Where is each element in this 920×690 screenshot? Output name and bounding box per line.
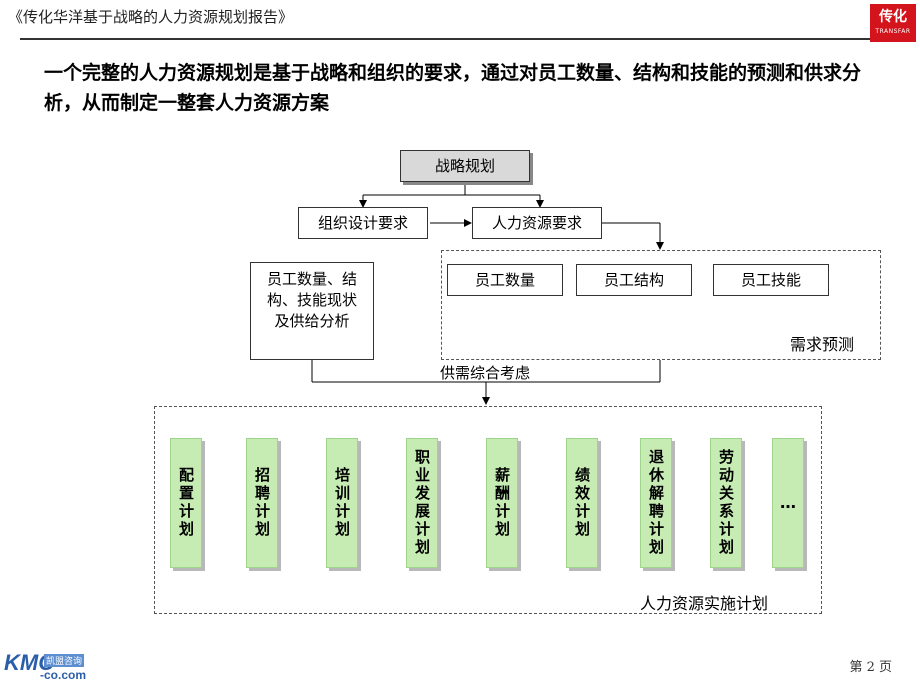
header-divider — [20, 38, 880, 40]
hr-plans-label: 人力资源实施计划 — [640, 594, 769, 613]
demand-item-structure: 员工结构 — [576, 264, 692, 296]
org-design-box: 组织设计要求 — [298, 207, 428, 239]
kmc-logo-domain: -co.com — [40, 668, 87, 682]
document-title: 《传化华洋基于战略的人力资源规划报告》 — [8, 8, 294, 26]
plan-performance: 绩效计划 — [566, 438, 598, 568]
plan-compensation: 薪酬计划 — [486, 438, 518, 568]
demand-forecast-group — [441, 250, 881, 360]
kmc-logo-subtext: 凯盟咨询 — [44, 654, 85, 667]
plan-career-development: 职业发展计划 — [406, 438, 438, 568]
demand-forecast-label: 需求预测 — [790, 335, 855, 354]
plan-staffing: 配置计划 — [170, 438, 202, 568]
plan-training: 培训计划 — [326, 438, 358, 568]
supply-analysis-box: 员工数量、结构、技能现状及供给分析 — [250, 262, 374, 360]
slide-headline: 一个完整的人力资源规划是基于战略和组织的要求，通过对员工数量、结构和技能的预测和… — [44, 62, 862, 114]
demand-item-skills: 员工技能 — [713, 264, 829, 296]
supply-demand-label: 供需综合考虑 — [440, 364, 531, 382]
plan-more: … — [772, 438, 804, 568]
strategy-box: 战略规划 — [400, 150, 530, 182]
logo-cn-text: 传化 — [879, 9, 907, 25]
plan-retirement-dismissal: 退休解聘计划 — [640, 438, 672, 568]
transfar-logo: 传化 TRANSFAR — [870, 4, 916, 42]
hr-plans-group — [154, 406, 822, 614]
plan-recruiting: 招聘计划 — [246, 438, 278, 568]
logo-en-text: TRANSFAR — [875, 28, 911, 35]
demand-item-quantity: 员工数量 — [447, 264, 563, 296]
kmc-logo: KMC 凯盟咨询 -co.com — [4, 648, 96, 684]
plan-labor-relations: 劳动关系计划 — [710, 438, 742, 568]
hr-need-box: 人力资源要求 — [472, 207, 602, 239]
page-number: 第 2 页 — [849, 660, 892, 675]
